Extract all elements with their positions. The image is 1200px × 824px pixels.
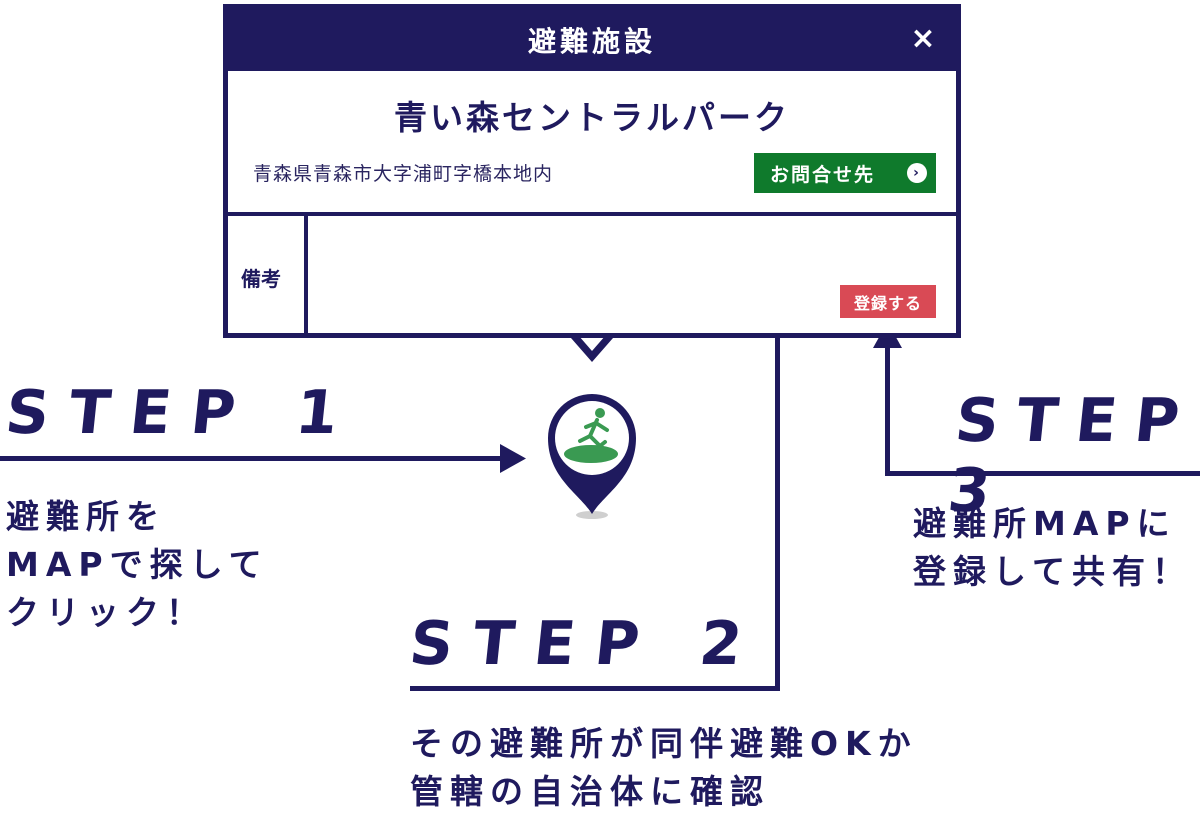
contact-button-label: お問合せ先 xyxy=(770,163,876,186)
step3-description: 避難所MAPに 登録して共有！ xyxy=(913,500,1192,596)
step2-arrow-line-h xyxy=(410,686,780,691)
popup-header: 避難施設 xyxy=(228,9,956,71)
step1-line-3: クリック！ xyxy=(6,593,206,632)
facility-address: 青森県青森市大字浦町字橋本地内 xyxy=(253,163,554,185)
step3-line-1: 避難所MAPに xyxy=(913,504,1177,543)
facility-popup-card: 避難施設 × 青い森セントラルパーク 青森県青森市大字浦町字橋本地内 お問合せ先… xyxy=(223,4,961,338)
step1-line-2: MAPで探して xyxy=(6,545,269,584)
step1-arrow-line xyxy=(0,456,505,461)
step1-arrow-head xyxy=(500,444,526,473)
map-pin-icon xyxy=(548,394,636,519)
step2-title: STEP 2 xyxy=(406,609,766,679)
step2-line-1: その避難所が同伴避難OKか xyxy=(410,724,918,763)
register-button-label: 登録する xyxy=(853,293,922,313)
notes-label: 備考 xyxy=(241,267,281,291)
step2-description: その避難所が同伴避難OKか 管轄の自治体に確認 xyxy=(410,720,918,816)
step3-line-2: 登録して共有！ xyxy=(913,552,1193,591)
step1-line-1: 避難所を xyxy=(6,497,166,536)
contact-button[interactable]: お問合せ先 › xyxy=(754,153,936,193)
step2-arrow-line-v xyxy=(775,222,780,691)
facility-name: 青い森セントラルパーク xyxy=(394,98,790,137)
step2-line-2: 管轄の自治体に確認 xyxy=(410,772,770,811)
register-button[interactable]: 登録する xyxy=(840,285,936,318)
step1-description: 避難所を MAPで探して クリック！ xyxy=(6,493,269,637)
step3-arrow-line-v xyxy=(885,346,890,476)
running-person-icon xyxy=(578,408,609,448)
step1-title: STEP 1 xyxy=(2,378,362,448)
divider-horizontal xyxy=(228,212,956,216)
close-icon: × xyxy=(910,20,936,56)
chevron-right-icon: › xyxy=(907,163,927,183)
close-button[interactable]: × xyxy=(906,20,940,56)
divider-vertical xyxy=(304,212,308,333)
step3-arrow-line-h xyxy=(885,471,1200,476)
popup-title: 避難施設 xyxy=(527,25,656,58)
